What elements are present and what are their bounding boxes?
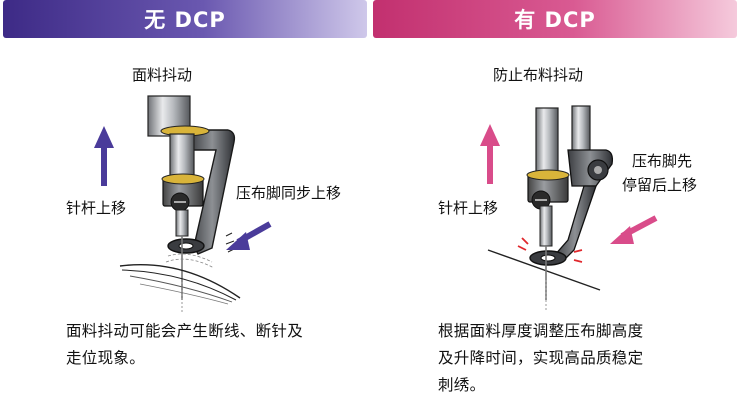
- left-foot-diagonal-arrow: [226, 221, 272, 250]
- left-needle-label: 针杆上移: [66, 199, 127, 217]
- left-description-line2: 走位现象。: [66, 349, 146, 367]
- right-foot-label-line1: 压布脚先: [632, 152, 693, 170]
- left-description-line1: 面料抖动可能会产生断线、断针及: [66, 322, 304, 340]
- left-presser-foot-arm: [189, 129, 236, 255]
- right-needle-bar: [535, 107, 559, 177]
- left-subtitle: 面料抖动: [132, 66, 193, 84]
- left-mechanism: [119, 95, 241, 312]
- right-press-marks: [517, 237, 583, 263]
- right-fabric: [487, 249, 601, 291]
- right-banner: 有 DCP: [373, 0, 737, 38]
- left-foot-label: 压布脚同步上移: [236, 184, 342, 202]
- right-banner-title: 有 DCP: [514, 8, 596, 32]
- right-foot-label-line2: 停留后上移: [622, 176, 698, 194]
- right-presser-rod: [571, 105, 591, 153]
- right-lower-pin: [539, 205, 553, 247]
- right-description: 根据面料厚度调整压布脚高度 及升降时间，实现高品质稳定 刺绣。: [438, 318, 643, 399]
- left-fabric: [119, 263, 241, 299]
- left-gold-ring-clamp: [161, 173, 205, 185]
- right-subtitle: 防止布料抖动: [493, 66, 584, 84]
- right-gold-ring: [526, 169, 570, 181]
- right-foot-diagonal-arrow: [610, 215, 658, 244]
- left-banner-title: 无 DCP: [144, 8, 226, 32]
- right-description-line1: 根据面料厚度调整压布脚高度: [438, 322, 644, 340]
- left-banner: 无 DCP: [3, 0, 367, 38]
- right-needle-up-arrow: [480, 124, 500, 184]
- right-mechanism: [487, 105, 614, 312]
- left-lower-pin: [175, 209, 189, 237]
- right-needle-label: 针杆上移: [438, 199, 499, 217]
- right-description-line2: 及升降时间，实现高品质稳定: [438, 349, 644, 367]
- left-needle-up-arrow: [94, 126, 114, 186]
- left-description: 面料抖动可能会产生断线、断针及 走位现象。: [66, 318, 303, 372]
- right-description-line3: 刺绣。: [438, 376, 486, 394]
- left-needle-bar: [169, 133, 195, 181]
